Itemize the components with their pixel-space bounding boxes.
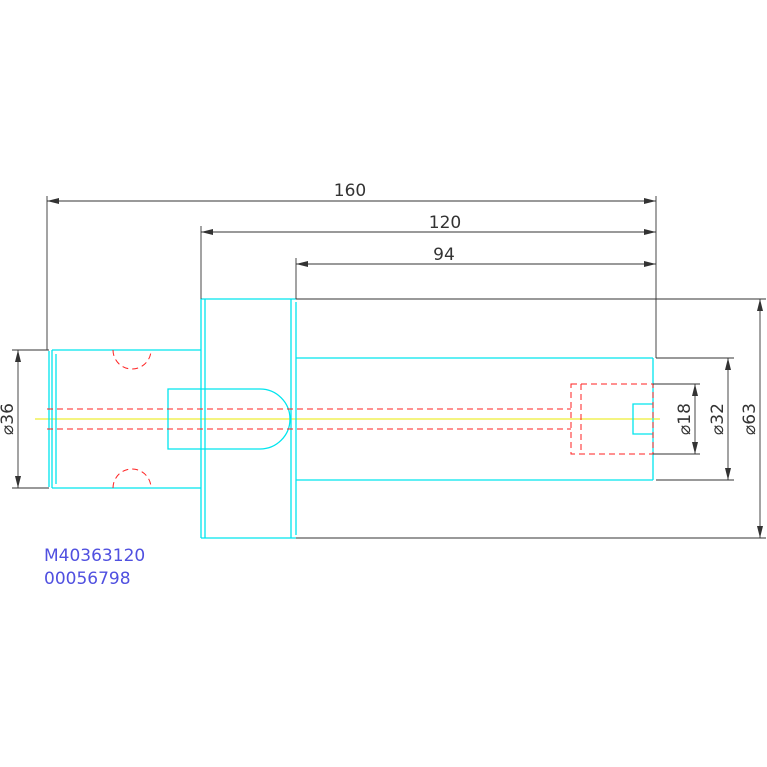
counterbore-hidden	[570, 383, 654, 455]
part-outline	[48, 298, 654, 539]
right-shaft-outline	[296, 357, 654, 481]
dim-label-dia63: ⌀63	[740, 403, 760, 435]
part-code: M40363120	[44, 546, 145, 566]
dim-label-94: 94	[433, 245, 455, 265]
hidden-lines	[47, 349, 654, 489]
cross-hole-top	[112, 349, 152, 370]
dim-label-160: 160	[334, 181, 366, 201]
left-shaft-outline	[48, 349, 201, 489]
arrowheads	[15, 198, 763, 538]
cross-hole-bottom	[112, 468, 152, 489]
serial-number: 00056798	[44, 569, 131, 589]
dim-label-dia32: ⌀32	[708, 403, 728, 435]
collar-outline	[200, 298, 297, 539]
keyway-feature	[632, 403, 653, 435]
dim-label-120: 120	[429, 213, 461, 233]
dimension-lines	[12, 196, 766, 539]
dim-label-dia18: ⌀18	[675, 403, 695, 435]
dim-label-dia36: ⌀36	[0, 403, 18, 435]
slot-feature	[167, 388, 291, 450]
